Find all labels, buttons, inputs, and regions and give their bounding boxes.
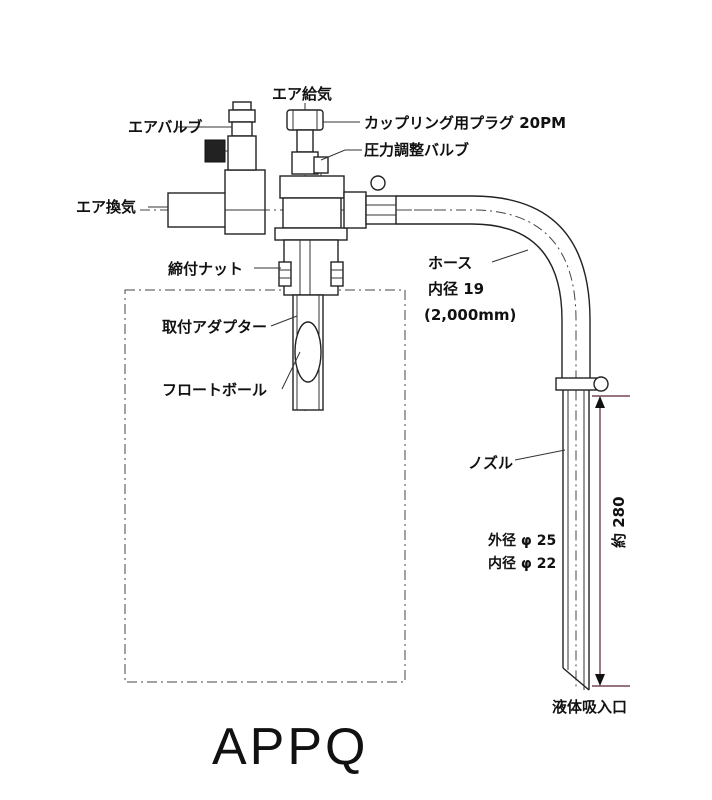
hose-clamp [555, 376, 609, 392]
hose-length-label: (2,000mm) [424, 306, 516, 324]
float-chamber [292, 294, 324, 411]
coupling-plug-label: カップリング用プラグ 20PM [364, 114, 566, 132]
liquid-inlet-label: 液体吸入口 [552, 698, 627, 716]
hose-inner-dia-label: 内径 19 [428, 280, 484, 298]
leader-lines [148, 103, 566, 461]
model-name: APPQ [212, 718, 369, 776]
air-valve [204, 101, 257, 171]
length-approx-label: 約 280 [610, 496, 628, 548]
float-ball-label: フロートボール [162, 381, 267, 399]
air-exhaust-tube [167, 169, 266, 235]
float-ball [294, 321, 322, 383]
side-outlet [343, 175, 397, 229]
tightening-nut-label: 締付ナット [168, 260, 243, 278]
air-supply-label: エア給気 [272, 85, 332, 103]
nozzle-label: ノズル [468, 454, 513, 472]
pressure-valve-label: 圧力調整バルブ [364, 141, 469, 159]
mount-adapter-label: 取付アダプター [162, 318, 267, 336]
inner-dia-label: 内径 φ 22 [488, 555, 556, 572]
outer-dia-label: 外径 φ 25 [488, 532, 556, 549]
air-exhaust-label: エア換気 [76, 198, 136, 216]
main-body [274, 175, 348, 300]
container-outline [124, 289, 406, 683]
nozzle [562, 390, 590, 691]
hose-label: ホース [428, 254, 472, 272]
nozzle-length-dimension [592, 395, 630, 687]
air-valve-label: エアバルブ [128, 118, 202, 136]
hose [396, 195, 591, 690]
